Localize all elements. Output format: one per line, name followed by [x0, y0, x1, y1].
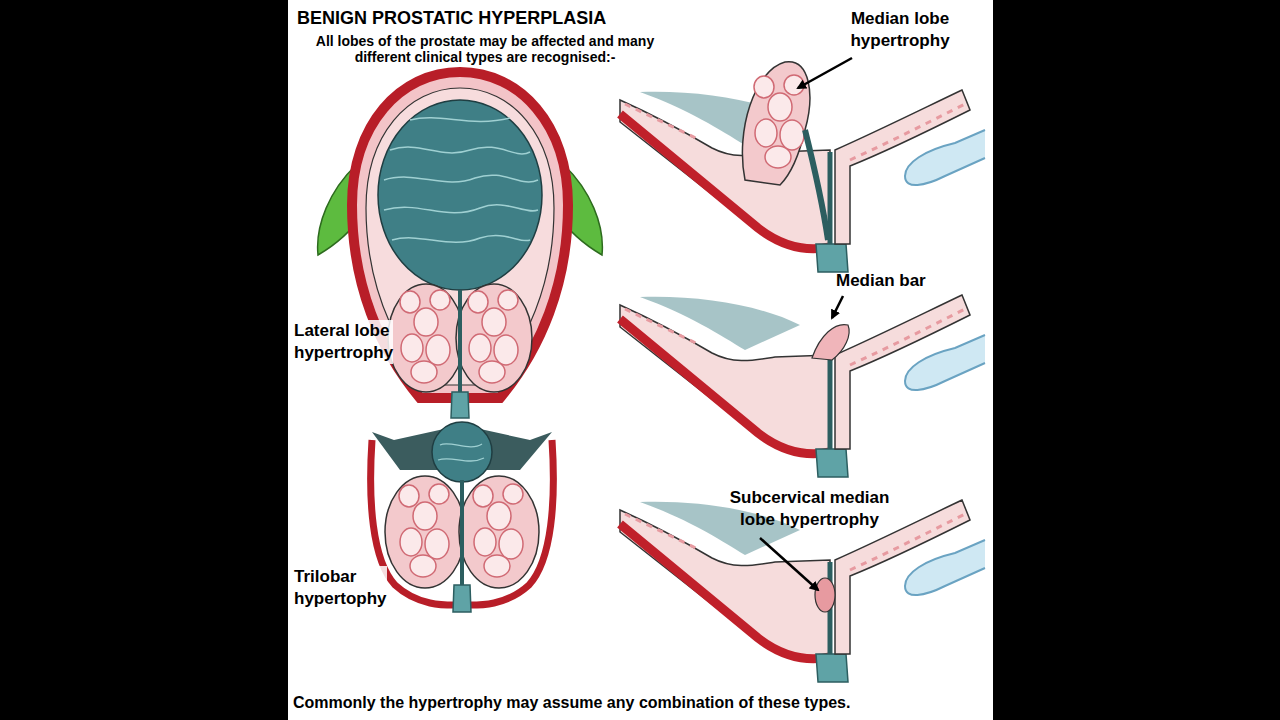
callout-label: Subcervical median lobe hypertrophy [712, 487, 907, 531]
subtitle-note: All lobes of the prostate may be affecte… [290, 33, 680, 65]
callout-label: Median lobe hypertrophy [838, 8, 962, 52]
type-label: Trilobar hypertophy [294, 566, 387, 610]
diagram-title: BENIGN PROSTATIC HYPERPLASIA [297, 7, 606, 29]
diagram-caption: Commonly the hypertrophy may assume any … [293, 693, 850, 713]
callout-label: Median bar [836, 270, 926, 291]
type-label: Lateral lobe hypertrophy [294, 320, 393, 364]
